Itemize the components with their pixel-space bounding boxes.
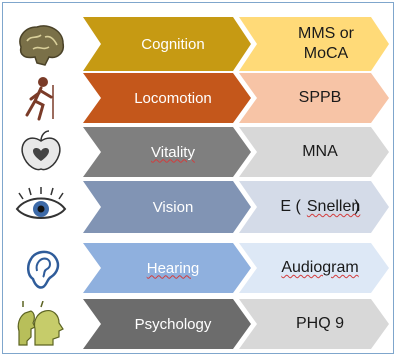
chevron-shape <box>83 181 251 233</box>
chevron-shape <box>83 17 251 71</box>
domain-label: Vision <box>152 198 194 216</box>
tool-hearing: Audiogram <box>239 243 389 293</box>
chevron-shape <box>83 299 251 349</box>
row-vision: Vision E (Snellen) <box>3 181 393 233</box>
tool-label: SPPB <box>298 89 342 106</box>
tool-vision: E (Snellen) <box>239 181 389 233</box>
domain-label: Hearing <box>146 259 200 277</box>
chevron-cognition: Cognition <box>83 17 251 71</box>
chevron-hearing: Hearing <box>83 243 251 293</box>
row-locomotion: Locomotion SPPB <box>3 73 393 123</box>
row-psychology: Psychology PHQ 9 <box>3 299 393 349</box>
chevron-shape <box>83 73 251 123</box>
tool-shape <box>239 243 389 293</box>
tool-shape <box>239 127 389 177</box>
apple-heart-icon <box>13 129 75 175</box>
tool-label: E (Snellen) <box>280 198 361 215</box>
chevron-shape <box>83 243 251 293</box>
tool-locomotion: SPPB <box>239 73 389 123</box>
row-cognition: Cognition MMS or MoCA <box>3 17 393 71</box>
tool-shape <box>239 73 389 123</box>
row-hearing: Hearing Audiogram <box>3 243 393 293</box>
row-vitality: Vitality MNA <box>3 127 393 177</box>
assessment-diagram: Cognition MMS or MoCA Locomotion <box>2 2 394 354</box>
tool-psychology: PHQ 9 <box>239 299 389 349</box>
tool-shape <box>239 181 389 233</box>
domain-label: Vitality <box>151 143 195 161</box>
brain-icon <box>13 21 75 69</box>
chevron-vitality: Vitality <box>83 127 251 177</box>
walking-person-icon <box>13 75 75 121</box>
tool-label: Audiogram <box>281 259 359 276</box>
eye-icon <box>13 185 75 231</box>
tool-shape <box>239 17 389 71</box>
tool-shape <box>239 299 389 349</box>
domain-label: Psychology <box>134 315 212 333</box>
tool-label: PHQ 9 <box>295 315 344 332</box>
tool-cognition: MMS or MoCA <box>239 17 389 71</box>
tool-label-emphasis: Snellen <box>306 198 361 215</box>
tool-label-line1: MMS or <box>298 25 354 42</box>
chevron-psychology: Psychology <box>83 299 251 349</box>
tool-vitality: MNA <box>239 127 389 177</box>
tool-label-line2: MoCA <box>303 45 349 62</box>
ear-icon <box>13 245 75 291</box>
tool-label: MNA <box>302 143 338 160</box>
head-silhouettes-icon <box>13 301 75 347</box>
chevron-vision: Vision <box>83 181 251 233</box>
chevron-shape <box>83 127 251 177</box>
domain-label: Cognition <box>141 35 205 53</box>
domain-label: Locomotion <box>134 89 212 107</box>
chevron-locomotion: Locomotion <box>83 73 251 123</box>
